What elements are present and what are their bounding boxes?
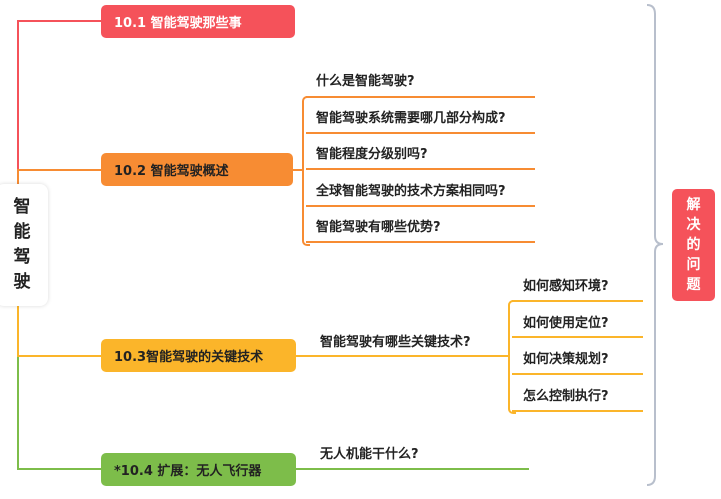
- bracket-10-3: [508, 300, 516, 414]
- summary-char: 的: [686, 237, 701, 253]
- trunk-line-red: [17, 20, 19, 172]
- root-char: 智: [13, 197, 31, 217]
- branch-label: *10.4 扩展：无人飞行器: [114, 464, 262, 479]
- underline: [306, 205, 535, 207]
- branch-label: 10.3智能驾驶的关键技术: [114, 350, 264, 365]
- root-char: 能: [13, 222, 31, 242]
- underline: [512, 373, 643, 375]
- topic-perception[interactable]: 如何感知环境?: [523, 279, 609, 294]
- bracket-10-2: [302, 96, 310, 246]
- underline: [306, 96, 535, 98]
- branch-10-1[interactable]: 10.1 智能驾驶那些事: [101, 5, 295, 38]
- root-char: 驶: [13, 272, 31, 292]
- summary-char: 题: [686, 277, 701, 293]
- underline: [512, 336, 643, 338]
- connector-10-2: [17, 169, 102, 171]
- topic-advantages[interactable]: 智能驾驶有哪些优势?: [316, 220, 441, 235]
- branch-10-2[interactable]: 10.2 智能驾驶概述: [101, 153, 293, 186]
- topic-localization[interactable]: 如何使用定位?: [523, 316, 609, 331]
- summary-char: 决: [686, 217, 701, 233]
- summary-char: 问: [686, 257, 701, 273]
- trunk-line-yellow: [17, 305, 19, 357]
- topic-planning[interactable]: 如何决策规划?: [523, 352, 609, 367]
- topic-drones[interactable]: 无人机能干什么?: [320, 447, 419, 462]
- summary-char: 解: [686, 197, 701, 213]
- root-node[interactable]: 智 能 驾 驶: [0, 184, 48, 306]
- trunk-line-green: [17, 357, 19, 470]
- branch-label: 10.2 智能驾驶概述: [114, 164, 229, 179]
- branch-label: 10.1 智能驾驶那些事: [114, 16, 242, 31]
- topic-levels[interactable]: 智能程度分级别吗?: [316, 147, 428, 162]
- topic-global-solutions[interactable]: 全球智能驾驶的技术方案相同吗?: [316, 184, 506, 199]
- underline: [512, 410, 643, 412]
- underline: [306, 168, 535, 170]
- topic-what-is-autonomous-driving[interactable]: 什么是智能驾驶?: [316, 74, 415, 89]
- connector-10-3: [17, 355, 102, 357]
- branch-10-3[interactable]: 10.3智能驾驶的关键技术: [101, 339, 296, 372]
- connector-10-1: [17, 20, 102, 22]
- root-char: 驾: [13, 247, 31, 267]
- topic-system-components[interactable]: 智能驾驶系统需要哪几部分构成?: [316, 111, 506, 126]
- connector-10-4: [17, 468, 102, 470]
- topic-control[interactable]: 怎么控制执行?: [523, 389, 609, 404]
- summary-node[interactable]: 解 决 的 问 题: [672, 189, 715, 301]
- summary-brace: [646, 4, 664, 486]
- branch-10-4[interactable]: *10.4 扩展：无人飞行器: [101, 453, 296, 486]
- connector-10-3-child: [295, 355, 509, 357]
- connector-10-2-children: [293, 169, 303, 171]
- topic-key-technologies[interactable]: 智能驾驶有哪些关键技术?: [320, 335, 471, 350]
- underline: [306, 132, 535, 134]
- underline: [306, 241, 535, 243]
- trunk-line-orange: [17, 170, 19, 186]
- underline: [512, 300, 643, 302]
- connector-10-4-child: [295, 468, 529, 470]
